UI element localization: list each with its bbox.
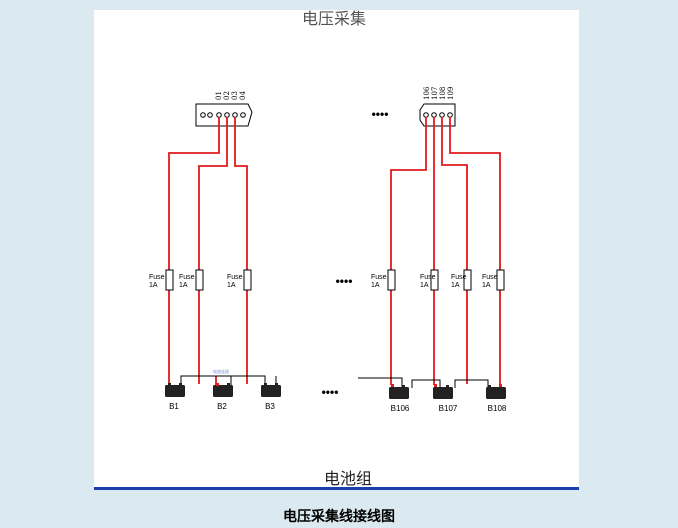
fuse-label: Fuse bbox=[227, 274, 243, 281]
diagram-panel bbox=[94, 10, 579, 488]
battery-label-b108: B108 bbox=[488, 404, 507, 413]
battery-b106 bbox=[389, 384, 409, 399]
fuse-rating: 1A bbox=[482, 282, 491, 289]
fuse-rating: 1A bbox=[371, 282, 380, 289]
fuse-label: Fuse bbox=[371, 274, 387, 281]
pin-label-107: 107 bbox=[431, 87, 439, 100]
battery-label-b2: B2 bbox=[217, 402, 227, 411]
battery-label-b3: B3 bbox=[265, 402, 275, 411]
battery-b1 bbox=[165, 383, 185, 397]
pin-label-04: 04 bbox=[239, 91, 247, 100]
wires-left bbox=[168, 117, 248, 384]
battery-label-b1: B1 bbox=[169, 402, 179, 411]
pin-label-01: 01 bbox=[215, 91, 223, 100]
fuse-rating: 1A bbox=[179, 282, 188, 289]
pin-label-109: 109 bbox=[447, 87, 455, 100]
battery-b107 bbox=[433, 384, 453, 399]
connector-left bbox=[195, 103, 253, 127]
ellipsis-fuses: •••• bbox=[336, 274, 353, 288]
battery-links bbox=[180, 375, 489, 388]
battery-b108 bbox=[486, 384, 506, 399]
battery-b2 bbox=[213, 383, 233, 397]
wires-right bbox=[390, 117, 501, 385]
fuse-rating: 1A bbox=[451, 282, 460, 289]
pin-label-106: 106 bbox=[423, 86, 431, 100]
pin-label-03: 03 bbox=[231, 91, 239, 100]
battery-label-b106: B106 bbox=[391, 404, 410, 413]
ellipsis-batteries: •••• bbox=[322, 385, 339, 399]
diagram-title-bottom: 电池组 bbox=[324, 469, 372, 488]
fuse-rating: 1A bbox=[420, 282, 429, 289]
pin-label-108: 108 bbox=[439, 87, 447, 100]
diagram-title-top: 电压采集 bbox=[302, 9, 366, 28]
fuse-label: Fuse bbox=[420, 274, 436, 281]
divider-rule bbox=[94, 487, 579, 490]
ellipsis-connectors: •••• bbox=[372, 107, 389, 121]
fuse-label: Fuse bbox=[482, 274, 498, 281]
fuse-symbols bbox=[165, 269, 505, 291]
fuse-rating: 1A bbox=[227, 282, 236, 289]
battery-b3 bbox=[261, 383, 281, 397]
fuse-label: Fuse bbox=[149, 274, 165, 281]
fuse-rating: 1A bbox=[149, 282, 158, 289]
battery-label-b107: B107 bbox=[439, 404, 458, 413]
fuse-label: Fuse bbox=[451, 274, 467, 281]
fuse-label: Fuse bbox=[179, 274, 195, 281]
wire-note: 电池连接 bbox=[213, 368, 229, 374]
figure-caption: 电压采集线接线图 bbox=[283, 509, 395, 525]
pin-label-02: 02 bbox=[223, 91, 231, 100]
